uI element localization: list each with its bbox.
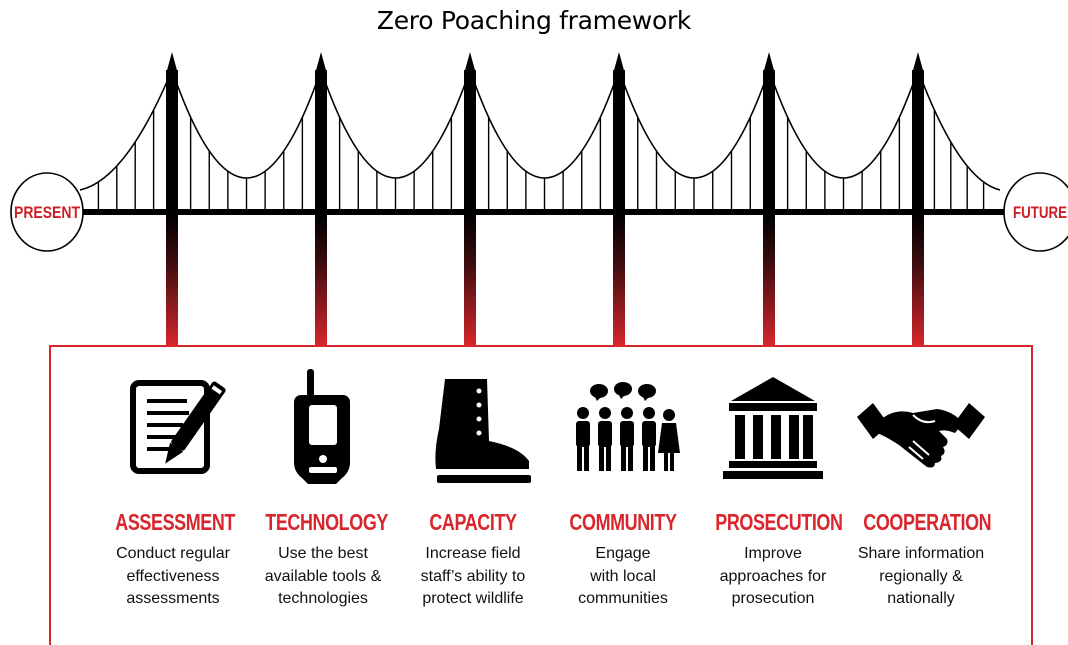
- pillar-description: Engage with local communities: [578, 545, 668, 607]
- future-label: FUTURE: [1013, 203, 1067, 222]
- bridge-tower: [912, 52, 924, 347]
- boot-icon: [435, 379, 531, 483]
- bridge-tower: [315, 52, 327, 347]
- page-title: Zero Poaching framework: [376, 6, 692, 35]
- courthouse-icon: [723, 377, 823, 479]
- side-cable: [79, 69, 173, 191]
- pillar-description: Use the best available tools & technolog…: [264, 545, 382, 607]
- document-pen-icon: [130, 380, 226, 474]
- main-cable: [469, 69, 620, 179]
- bridge-tower: [613, 52, 625, 347]
- pillar-name: TECHNOLOGY: [265, 509, 388, 535]
- main-cable: [320, 69, 471, 179]
- future-endpoint: FUTURE: [1003, 172, 1068, 252]
- bridge-tower: [166, 52, 178, 347]
- side-cable: [917, 69, 1001, 191]
- bridge-tower: [763, 52, 775, 347]
- pillar-name: COOPERATION: [863, 509, 992, 535]
- people-group-icon: [576, 382, 680, 471]
- main-cable: [768, 69, 919, 179]
- bridge-cables: [79, 69, 1001, 191]
- main-cable: [171, 69, 322, 179]
- bridge-diagram: PRESENT FUTURE: [10, 52, 1068, 347]
- pillar-description: Share information regionally & nationall…: [857, 545, 985, 607]
- pillar-name: COMMUNITY: [569, 509, 677, 535]
- present-label: PRESENT: [14, 203, 81, 222]
- bridge-towers: [166, 52, 924, 347]
- handshake-icon: [857, 403, 985, 468]
- pillar-name: ASSESSMENT: [115, 509, 235, 535]
- pillars-panel: ASSESSMENT Conduct regular effectiveness…: [49, 345, 1033, 645]
- pillar-description: Improve approaches for prosecution: [719, 545, 827, 607]
- pillar-name: CAPACITY: [429, 509, 517, 535]
- pillar-name: PROSECUTION: [715, 509, 843, 535]
- gps-device-icon: [294, 369, 350, 484]
- pillar-description: Conduct regular effectiveness assessment…: [116, 545, 230, 607]
- pillar-description: Increase field staff’s ability to protec…: [420, 545, 526, 607]
- main-cable: [618, 69, 770, 179]
- present-endpoint: PRESENT: [10, 172, 84, 252]
- bridge-hangers: [97, 110, 985, 212]
- bridge-tower: [464, 52, 476, 347]
